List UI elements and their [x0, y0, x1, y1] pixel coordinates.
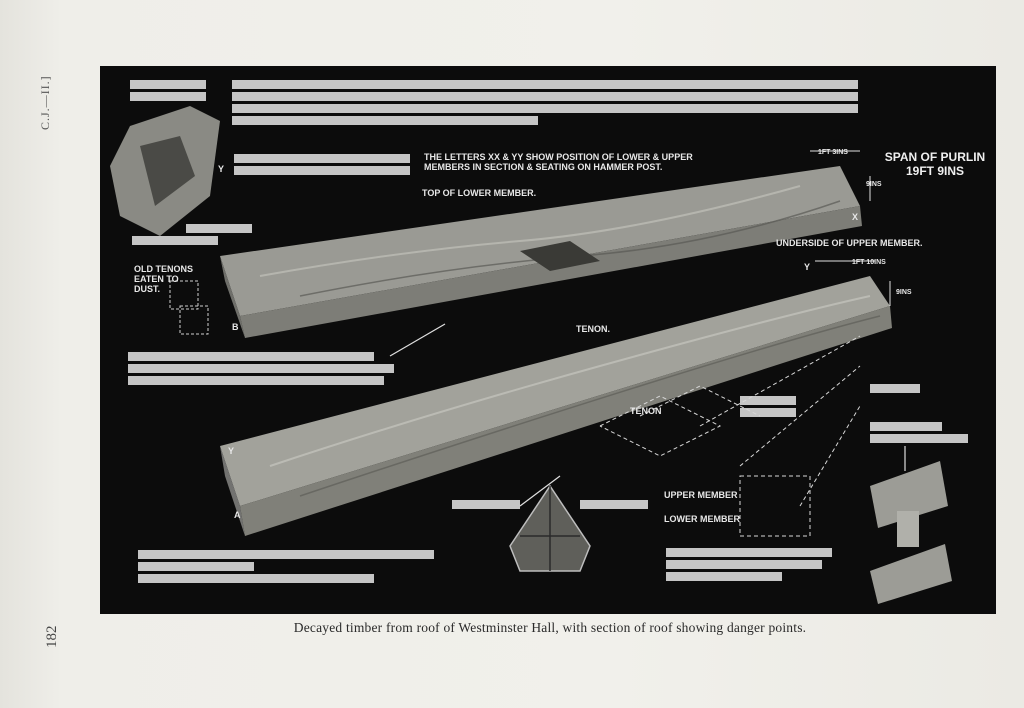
letter-marker: A	[234, 510, 241, 520]
roof-section	[509, 484, 591, 572]
tenon-label: TENON.	[576, 324, 611, 334]
label-strip	[232, 92, 858, 101]
label-strip	[234, 166, 410, 175]
label-strip	[452, 500, 520, 509]
label-strip	[138, 574, 374, 583]
page-number: 182	[44, 625, 60, 649]
label-strip	[130, 92, 206, 101]
lower-member-label: LOWER MEMBER	[664, 514, 740, 524]
label-strip	[132, 236, 218, 245]
label-strip	[138, 562, 254, 571]
label-strip	[128, 352, 374, 361]
label-strip	[580, 500, 648, 509]
letter-marker: Y	[218, 164, 225, 174]
label-strip	[870, 434, 968, 443]
upper-member-end	[220, 446, 245, 536]
figure-caption: Decayed timber from roof of Westminster …	[293, 620, 807, 635]
joint-piece-lower	[870, 544, 952, 604]
label-strip	[130, 80, 206, 89]
label-strip	[870, 384, 920, 393]
dimension-label: 9INS	[866, 181, 882, 188]
tenon-label: TENON	[630, 406, 662, 416]
label-strip	[232, 116, 538, 125]
dimension-label: 9INS	[896, 289, 912, 296]
upper-member-label: UPPER MEMBER	[664, 490, 738, 500]
label-strip	[186, 224, 252, 233]
label-strip	[666, 560, 822, 569]
dimension-label: 1FT 3INS	[818, 149, 848, 156]
span-of-purlin-label: SPAN OF PURLIN 19FT 9INS	[884, 150, 986, 178]
letter-marker: B	[232, 322, 239, 332]
old-tenons-label: OLD TENONS EATEN TO DUST.	[134, 264, 194, 294]
lower-member-end	[220, 256, 245, 338]
label-strip	[232, 104, 858, 113]
joint-piece-upper	[870, 461, 948, 528]
timber-drawing	[110, 106, 952, 604]
label-strip	[234, 154, 410, 163]
label-strip	[740, 408, 796, 417]
dimension-label: 1FT 10INS	[852, 259, 886, 266]
letter-marker: X	[852, 212, 859, 222]
label-strip	[232, 80, 858, 89]
decay-cavity	[520, 241, 600, 271]
underside-upper-member-label: UNDERSIDE OF UPPER MEMBER.	[776, 238, 923, 248]
lower-member-top-face	[220, 166, 860, 316]
label-strip	[138, 550, 434, 559]
letter-marker: Y	[804, 262, 811, 272]
label-strip	[870, 422, 942, 431]
label-strip	[666, 548, 832, 557]
joint-block	[897, 511, 919, 547]
section-diagram	[599, 335, 861, 537]
top-lower-member-label: TOP OF LOWER MEMBER.	[422, 188, 537, 198]
label-strip	[128, 364, 394, 373]
running-head: C.J.—II.]	[38, 75, 52, 130]
label-strip	[128, 376, 384, 385]
illustration-plate: THE LETTERS XX & YY SHOW POSITION OF LOW…	[100, 66, 996, 614]
label-strip	[740, 396, 796, 405]
lower-member-side	[240, 206, 862, 338]
upper-member-side	[240, 306, 892, 536]
letter-marker: Y	[228, 446, 235, 456]
label-strip	[666, 572, 782, 581]
letters-note: THE LETTERS XX & YY SHOW POSITION OF LOW…	[424, 152, 693, 172]
